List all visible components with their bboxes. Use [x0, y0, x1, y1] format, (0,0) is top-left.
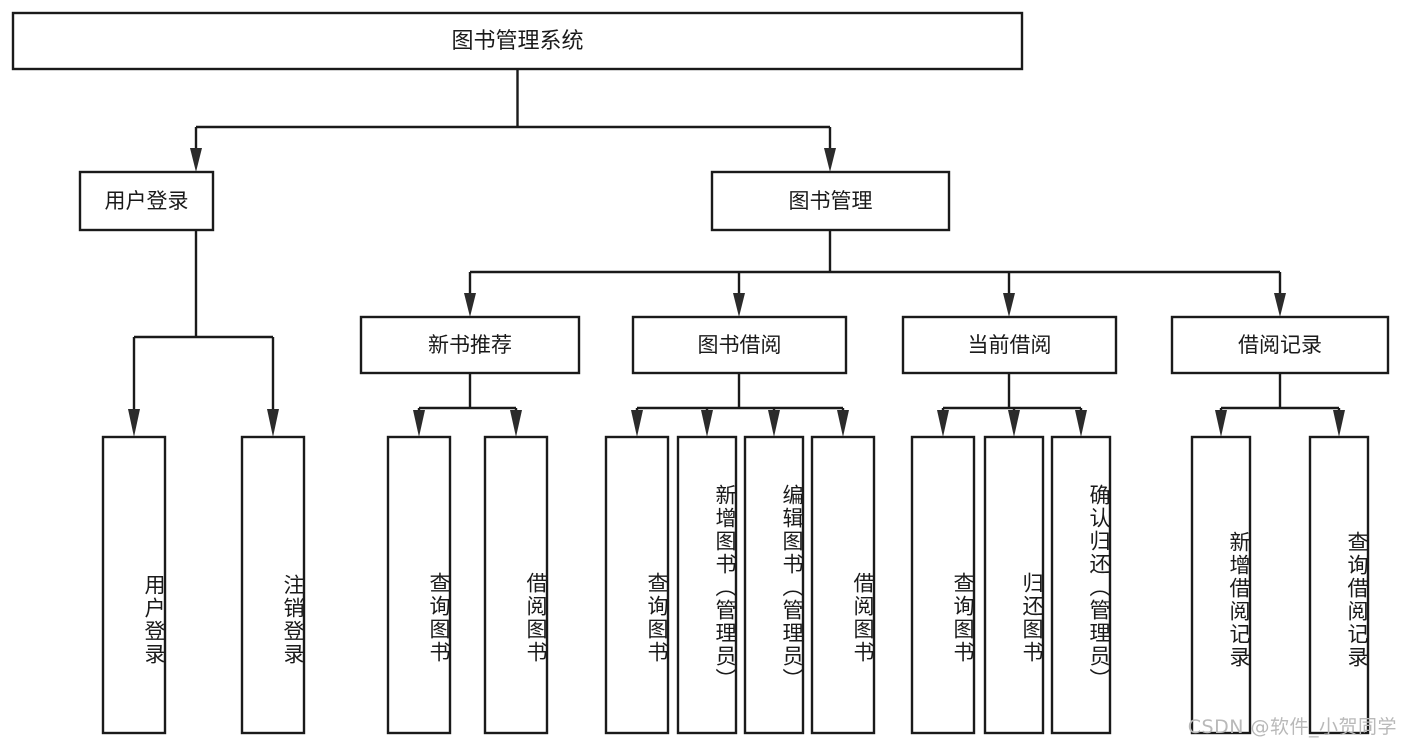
arrowhead-borrow-record — [1274, 293, 1286, 317]
node-leaf-query-borrow-record-box[interactable] — [1308, 435, 1370, 735]
arrowhead-confirm-return-admin — [1075, 410, 1087, 437]
node-leaf-query-book-borrow-box[interactable] — [604, 435, 670, 735]
arrowhead-add-book-admin — [701, 410, 713, 437]
node-leaf-user-login-box[interactable] — [101, 435, 167, 735]
node-book-borrow-box[interactable] — [631, 315, 848, 375]
node-book-manage-label: 图书管理 — [789, 189, 873, 213]
node-leaf-return-book-box[interactable] — [983, 435, 1045, 735]
arrowhead-query-book-borrow — [631, 410, 643, 437]
node-borrow-record[interactable]: 借阅记录 — [1170, 315, 1390, 375]
arrowhead-book-borrow — [733, 293, 745, 317]
node-leaf-edit-book-admin-box[interactable] — [743, 435, 805, 735]
node-leaf-add-borrow-record-box[interactable] — [1190, 435, 1252, 735]
arrowhead-return-book — [1008, 410, 1020, 437]
node-book-borrow[interactable]: 图书借阅 — [631, 315, 848, 375]
arrowhead-user-login — [190, 148, 202, 172]
node-book-borrow-label: 图书借阅 — [698, 333, 782, 357]
arrowhead-query-borrow-record — [1333, 410, 1345, 437]
node-leaf-add-book-admin-box[interactable] — [676, 435, 738, 735]
arrowhead-leaf-user-login — [128, 409, 140, 437]
node-root-label: 图书管理系统 — [451, 29, 583, 54]
node-leaf-borrow-book-box[interactable] — [810, 435, 876, 735]
node-leaf-borrow-book-rec-box[interactable] — [483, 435, 549, 735]
node-current-borrow-box[interactable] — [901, 315, 1118, 375]
arrowhead-leaf-user-logout — [267, 409, 279, 437]
node-borrow-record-box[interactable] — [1170, 315, 1390, 375]
arrowhead-current-borrow — [1003, 293, 1015, 317]
arrowhead-borrow-book-rec — [510, 410, 522, 437]
node-leaf-query-book-rec-box[interactable] — [386, 435, 452, 735]
node-user-login[interactable]: 用户登录 — [78, 170, 215, 232]
arrowhead-edit-book-admin — [768, 410, 780, 437]
node-leaf-confirm-return-admin-box[interactable] — [1050, 435, 1112, 735]
node-user-login-label: 用户登录 — [105, 189, 189, 213]
node-leaf-user-logout-box[interactable] — [240, 435, 306, 735]
node-new-book-recommend-box[interactable] — [359, 315, 581, 375]
nodes-layer: 图书管理系统 用户登录 图书管理 新书推荐 图书借阅 — [11, 11, 1390, 735]
node-current-borrow-label: 当前借阅 — [968, 333, 1052, 357]
node-new-book-recommend[interactable]: 新书推荐 — [359, 315, 581, 375]
arrowhead-new-book-recommend — [464, 293, 476, 317]
arrowhead-query-book-rec — [413, 410, 425, 437]
node-leaf-query-book-current-box[interactable] — [910, 435, 976, 735]
node-root[interactable]: 图书管理系统 — [11, 11, 1024, 71]
arrowhead-add-borrow-record — [1215, 410, 1227, 437]
edges-layer — [128, 69, 1345, 437]
node-root-box[interactable] — [11, 11, 1024, 71]
node-new-book-recommend-label: 新书推荐 — [428, 333, 512, 357]
node-current-borrow[interactable]: 当前借阅 — [901, 315, 1118, 375]
node-user-login-box[interactable] — [78, 170, 215, 232]
csdn-watermark: CSDN @软件_小贺同学 — [1187, 716, 1397, 738]
arrowhead-query-book-current — [937, 410, 949, 437]
node-borrow-record-label: 借阅记录 — [1238, 333, 1322, 357]
arrowhead-borrow-book — [837, 410, 849, 437]
arrowhead-book-manage — [824, 148, 836, 172]
node-book-manage-box[interactable] — [710, 170, 951, 232]
node-book-manage[interactable]: 图书管理 — [710, 170, 951, 232]
